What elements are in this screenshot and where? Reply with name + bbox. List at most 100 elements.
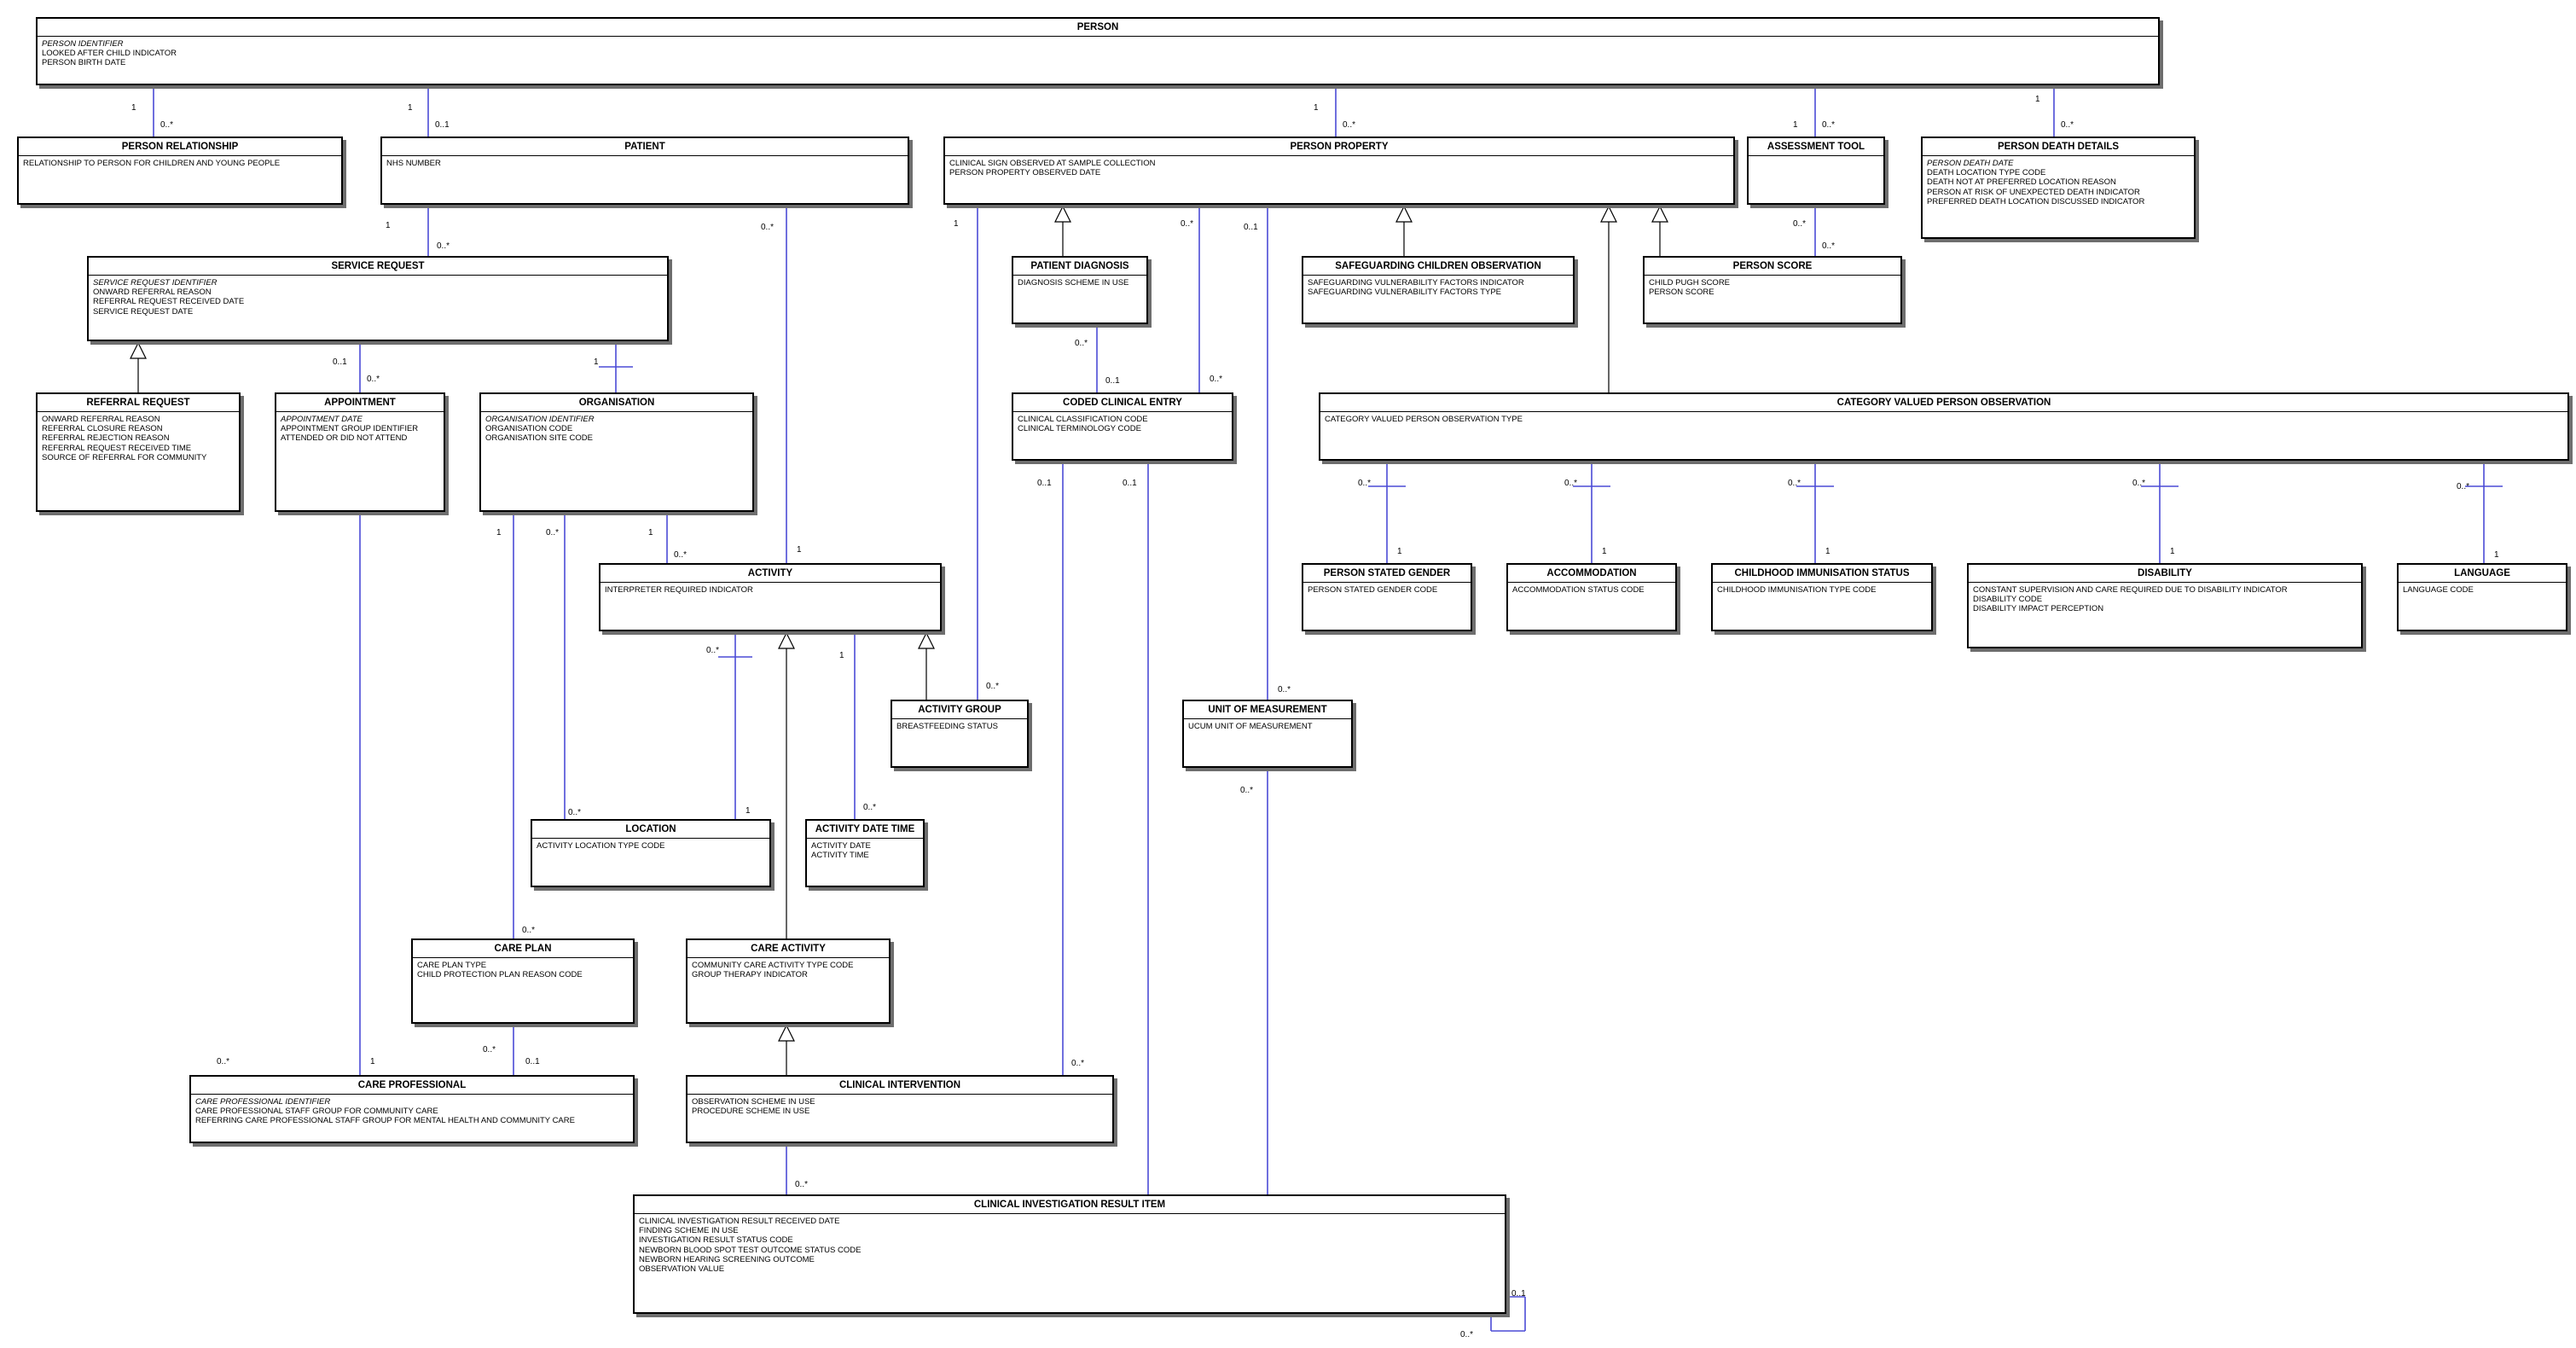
multiplicity-label: 0..* — [674, 550, 688, 560]
attribute: CLINICAL INVESTIGATION RESULT RECEIVED D… — [639, 1217, 840, 1226]
multiplicity-label: 0..* — [761, 223, 775, 232]
attribute: DEATH LOCATION TYPE CODE — [1927, 168, 2046, 178]
multiplicity-label: 1 — [1602, 547, 1607, 556]
attribute: PERSON AT RISK OF UNEXPECTED DEATH INDIC… — [1927, 187, 2140, 197]
multiplicity-label: 0..* — [1788, 479, 1801, 488]
attribute: PROCEDURE SCHEME IN USE — [692, 1107, 810, 1117]
entity-attributes: LANGUAGE CODE — [2399, 583, 2566, 597]
multiplicity-label: 0..1 — [1244, 223, 1258, 232]
multiplicity-label: 0..* — [2061, 120, 2074, 130]
multiplicity-label: 0..1 — [435, 120, 450, 130]
identifier-attribute: APPOINTMENT DATE — [281, 415, 363, 424]
entity-clinical-investigation[interactable]: CLINICAL INVESTIGATION RESULT ITEM CLINIC… — [633, 1194, 1506, 1314]
identifier-attribute: ORGANISATION IDENTIFIER — [485, 415, 595, 424]
attribute: ACTIVITY LOCATION TYPE CODE — [537, 841, 665, 851]
inheritance-arrow-icon — [1395, 205, 1413, 223]
entity-attributes: BREASTFEEDING STATUS — [892, 719, 1027, 734]
multiplicity-label: 1 — [839, 651, 844, 660]
entity-title: CARE PLAN — [413, 940, 633, 958]
entity-attributes: UCUM UNIT OF MEASUREMENT — [1184, 719, 1351, 734]
attribute: PERSON PROPERTY OBSERVED DATE — [949, 168, 1101, 178]
entity-person-property[interactable]: PERSON PROPERTY CLINICAL SIGN OBSERVED AT… — [943, 137, 1735, 205]
entity-title: CLINICAL INTERVENTION — [688, 1077, 1112, 1095]
attribute: ACTIVITY TIME — [811, 851, 869, 861]
inheritance-arrow-icon — [130, 341, 147, 359]
entity-title: PERSON PROPERTY — [945, 138, 1733, 156]
entity-title: LOCATION — [532, 821, 769, 839]
multiplicity-label: 0..1 — [525, 1057, 540, 1066]
multiplicity-label: 0..1 — [1511, 1289, 1526, 1299]
inheritance-arrow-icon — [1600, 205, 1617, 223]
attribute: LOOKED AFTER CHILD INDICATOR — [42, 49, 177, 59]
multiplicity-label: 1 — [797, 545, 802, 555]
entity-title: CLINICAL INVESTIGATION RESULT ITEM — [635, 1196, 1505, 1214]
entity-title: CATEGORY VALUED PERSON OBSERVATION — [1320, 394, 2567, 412]
multiplicity-label: 1 — [2494, 550, 2499, 560]
entity-location[interactable]: LOCATION ACTIVITY LOCATION TYPE CODE — [531, 819, 771, 887]
identifier-attribute: PERSON DEATH DATE — [1927, 159, 2014, 168]
attribute: FINDING SCHEME IN USE — [639, 1226, 739, 1236]
entity-attributes: CHILDHOOD IMMUNISATION TYPE CODE — [1713, 583, 1931, 597]
multiplicity-label: 0..1 — [1105, 376, 1120, 386]
attribute: APPOINTMENT GROUP IDENTIFIER — [281, 424, 419, 434]
multiplicity-label: 0..* — [1343, 120, 1356, 130]
attribute: NEWBORN HEARING SCREENING OUTCOME — [639, 1254, 815, 1264]
attribute: ONWARD REFERRAL REASON — [93, 288, 212, 298]
multiplicity-label: 0..1 — [333, 357, 347, 367]
entity-childhood-imm[interactable]: CHILDHOOD IMMUNISATION STATUS CHILDHOOD I… — [1711, 563, 1933, 631]
multiplicity-label: 0..* — [160, 120, 174, 130]
attribute: SAFEGUARDING VULNERABILITY FACTORS TYPE — [1308, 288, 1502, 298]
attribute: REFERRAL REQUEST RECEIVED TIME — [42, 443, 192, 453]
entity-title: ACTIVITY — [600, 565, 940, 583]
attribute: CHILDHOOD IMMUNISATION TYPE CODE — [1717, 585, 1877, 595]
entity-assessment-tool[interactable]: ASSESSMENT TOOL — [1747, 137, 1885, 205]
multiplicity-label: 1 — [594, 357, 599, 367]
entity-title: REFERRAL REQUEST — [38, 394, 239, 412]
attribute: CLINICAL TERMINOLOGY CODE — [1018, 424, 1141, 434]
multiplicity-label: 0..* — [522, 926, 536, 935]
attribute: CLINICAL SIGN OBSERVED AT SAMPLE COLLECT… — [949, 159, 1156, 168]
entity-title: CHILDHOOD IMMUNISATION STATUS — [1713, 565, 1931, 583]
entity-attributes: DIAGNOSIS SCHEME IN USE — [1013, 276, 1146, 290]
attribute: NHS NUMBER — [386, 159, 441, 168]
entity-title: PERSON — [38, 19, 2158, 37]
multiplicity-label: 1 — [648, 528, 653, 537]
multiplicity-label: 1 — [496, 528, 502, 537]
multiplicity-label: 1 — [370, 1057, 375, 1066]
multiplicity-label: 0..* — [863, 803, 877, 812]
entity-attributes: NHS NUMBER — [382, 156, 908, 171]
